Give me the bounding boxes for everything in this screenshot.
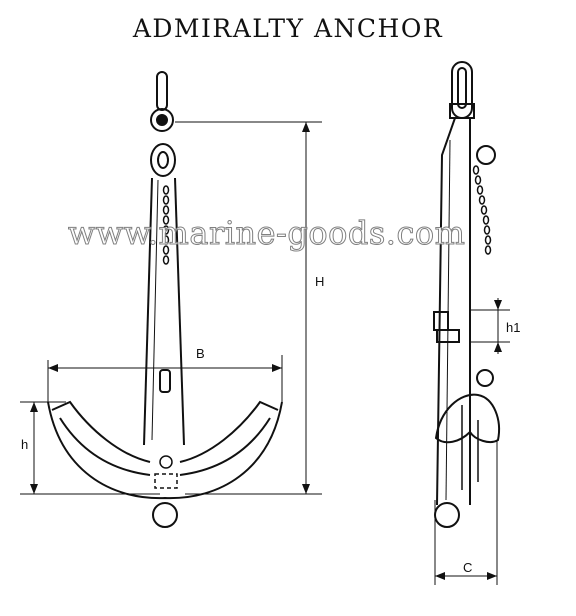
watermark-text: www.marine-goods.com (68, 214, 466, 253)
front-shank (143, 177, 185, 446)
front-arms (47, 400, 283, 500)
label-h1: h1 (506, 320, 521, 335)
side-fluke (434, 393, 500, 490)
front-stock-pin (159, 369, 171, 393)
label-C: C (463, 560, 473, 575)
front-bottom-ball (152, 502, 178, 528)
dimension-arrows (30, 122, 502, 580)
side-bottom-ball (434, 502, 460, 528)
front-dimensions (20, 121, 322, 495)
front-shackle (150, 71, 174, 132)
diagram-title: ADMIRALTY ANCHOR (132, 14, 444, 43)
side-shackle (449, 61, 475, 119)
side-chain (472, 165, 492, 255)
label-H: H (315, 274, 325, 289)
side-stock-clamp (433, 311, 494, 387)
label-h: h (21, 437, 29, 452)
front-crown (154, 455, 178, 489)
front-chain (162, 185, 170, 265)
label-B: B (196, 346, 205, 361)
front-ring (150, 143, 176, 177)
